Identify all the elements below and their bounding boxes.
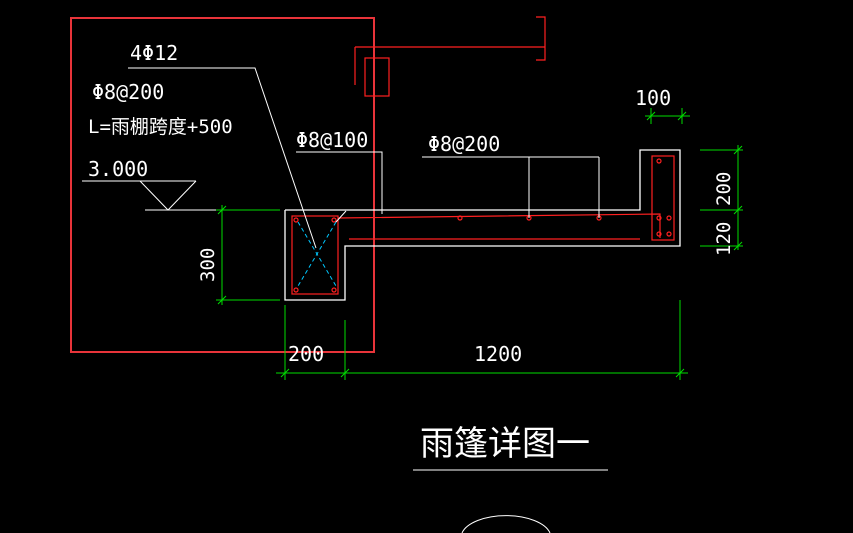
canopy-stirrup-200: Φ8@200 [428, 132, 500, 156]
dim-upturn-height: 200 [713, 172, 735, 206]
dim-slab-thickness: 120 [713, 222, 735, 256]
dim-canopy-length: 1200 [474, 342, 522, 366]
drawing-title: 雨篷详图一 [420, 424, 590, 464]
canopy-stirrup-100: Φ8@100 [296, 128, 368, 152]
beam-section [284, 149, 681, 301]
dimension-lines [216, 108, 743, 380]
top-rebar-label: 4Φ12 [130, 41, 178, 65]
dim-upturn-width: 100 [635, 86, 671, 110]
beam-cross-mark [297, 221, 337, 287]
red-clip-detail [354, 16, 546, 97]
elevation-mark [82, 180, 280, 211]
stirrup-label: Φ8@200 [92, 80, 164, 104]
length-note: L=雨棚跨度+500 [88, 116, 233, 138]
leader-lines [128, 67, 608, 533]
elevation-label: 3.000 [88, 157, 148, 181]
dim-beam-width: 200 [288, 342, 324, 366]
highlight-box[interactable] [70, 17, 375, 353]
rebar-cage [291, 155, 675, 295]
dim-beam-height: 300 [197, 248, 219, 282]
